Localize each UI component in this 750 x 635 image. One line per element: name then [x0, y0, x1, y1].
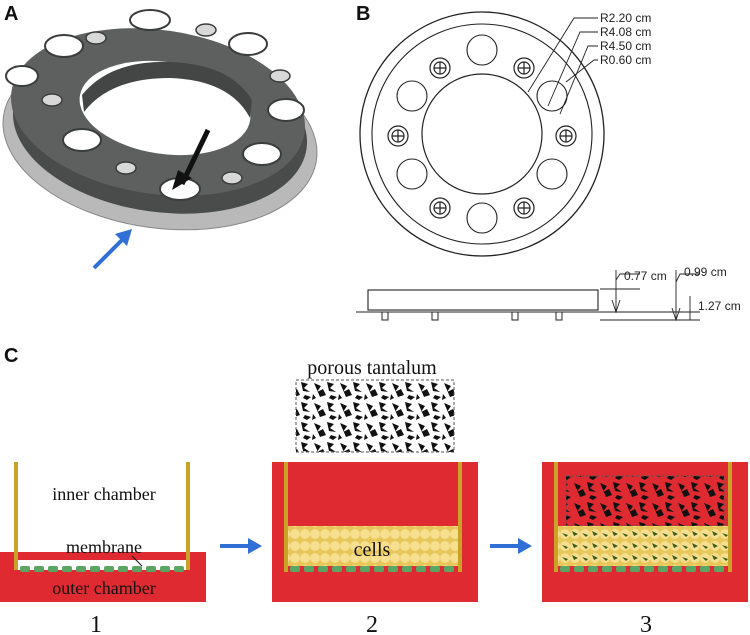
side-pins — [381, 311, 563, 321]
arrow-1-to-2 — [220, 538, 262, 554]
screw-symbol-icon — [429, 57, 451, 79]
ring-side-view: 0.77 cm 0.99 cm 1.27 cm — [356, 265, 741, 322]
screw-symbol-icon — [513, 197, 535, 219]
hole — [396, 80, 428, 112]
inner-chamber-label: inner chamber — [52, 484, 155, 504]
top-view-screws — [387, 57, 577, 219]
ring-large-holes — [5, 9, 305, 201]
step-number: 1 — [90, 612, 102, 635]
large-hole — [228, 32, 268, 56]
screw-icon — [115, 161, 137, 175]
step-1-diagram: inner chamber membrane outer chamber 1 — [0, 462, 206, 635]
cell-layer — [288, 526, 458, 566]
inner-circle — [421, 73, 543, 195]
outer-circle — [359, 11, 605, 257]
large-hole — [267, 98, 305, 122]
arrow-right-icon — [248, 538, 262, 554]
step-3-diagram: 3 — [542, 462, 748, 635]
black-arrowhead-icon — [172, 170, 192, 190]
insert-wall-right — [728, 462, 732, 572]
screw-symbol-icon — [555, 125, 577, 147]
screw-icon — [41, 93, 63, 107]
insert-wall-right — [186, 462, 190, 570]
hole — [396, 158, 428, 190]
screw-icon — [221, 171, 243, 185]
screw-symbol-icon — [513, 57, 535, 79]
hole — [466, 34, 498, 66]
height-label: 0.77 cm — [624, 269, 667, 283]
panel-b-letter: B — [356, 3, 370, 25]
radius-leaders — [527, 17, 598, 115]
ring-top-view: R2.20 cm R4.08 cm R4.50 cm R0.60 cm — [359, 11, 651, 257]
large-hole — [44, 34, 84, 58]
insert-wall-left — [14, 462, 18, 570]
radius-label: R2.20 cm — [600, 11, 651, 25]
porous-tantalum-in-chamber — [565, 475, 725, 527]
membrane-dashes — [20, 566, 184, 572]
insert-wall-left — [554, 462, 558, 572]
radius-label: R0.60 cm — [600, 53, 651, 67]
cell-layer-infiltrated — [558, 526, 728, 566]
blue-arrow — [92, 236, 126, 270]
membrane-label: membrane — [66, 537, 142, 557]
step-number: 2 — [366, 612, 378, 635]
step-number: 3 — [640, 612, 652, 635]
arrow-right-icon — [518, 538, 532, 554]
membrane-pointer — [131, 555, 143, 567]
ring-screws — [41, 23, 291, 185]
screw-symbol-icon — [387, 125, 409, 147]
arrow-2-to-3 — [490, 538, 532, 554]
height-label: 0.99 cm — [684, 265, 727, 279]
ring-inner-wall — [82, 61, 252, 118]
second-circle — [371, 23, 593, 245]
outer-chamber-label: outer chamber — [52, 578, 155, 598]
step-2-diagram: porous tantalum cells 2 — [272, 357, 478, 635]
ring-3d-model — [2, 9, 318, 270]
insert-wall-right — [458, 462, 462, 572]
screw-icon — [269, 69, 291, 83]
screw-icon — [195, 23, 217, 37]
cells-label: cells — [354, 539, 391, 561]
blue-arrowhead-icon — [115, 229, 132, 246]
height-dimension-lines — [600, 270, 700, 322]
height-label: 1.27 cm — [698, 299, 741, 313]
porous-tantalum-block — [295, 379, 455, 453]
hole — [536, 158, 568, 190]
large-hole — [5, 65, 39, 87]
screw-symbol-icon — [429, 197, 451, 219]
insert-wall-left — [284, 462, 288, 572]
large-hole — [62, 128, 102, 152]
membrane-dashes — [560, 566, 724, 572]
radius-label: R4.50 cm — [600, 39, 651, 53]
porous-tantalum-label: porous tantalum — [307, 357, 437, 379]
inner-chamber-floor — [18, 560, 186, 570]
side-body — [367, 289, 599, 311]
large-hole — [242, 142, 282, 166]
panel-a-letter: A — [4, 3, 18, 25]
hole — [466, 202, 498, 234]
screw-icon — [85, 31, 107, 45]
radius-label: R4.08 cm — [600, 25, 651, 39]
top-view-large-holes — [396, 34, 568, 234]
membrane-dashes — [290, 566, 454, 572]
panel-c-letter: C — [4, 345, 18, 367]
large-hole — [129, 9, 171, 31]
